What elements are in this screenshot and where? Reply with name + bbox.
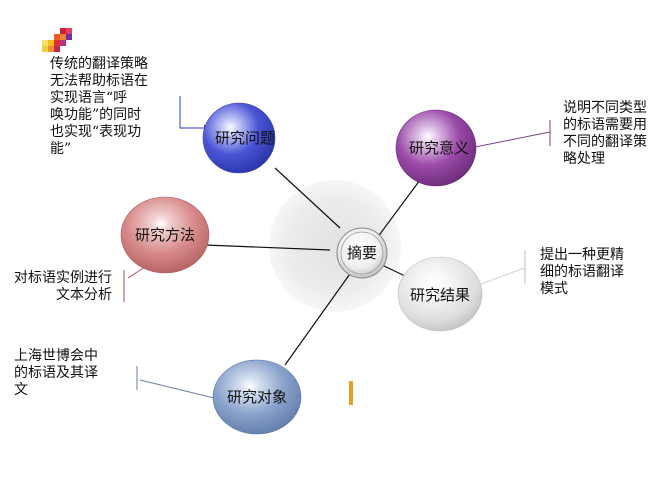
node-significance-label: 研究意义 <box>409 139 469 157</box>
note-result: 提出一种更精 细的标语翻译 模式 <box>540 247 624 297</box>
note-question: 传统的翻译策略 无法帮助标语在 实现语言“呼 唤功能”的同时 也实现“表现功 能… <box>50 56 148 157</box>
callout-significance <box>469 120 551 149</box>
node-method-label: 研究方法 <box>135 226 195 244</box>
connectors <box>204 167 421 366</box>
connector-question <box>274 167 341 229</box>
center-halo <box>269 180 401 312</box>
node-question-label: 研究问题 <box>215 129 275 147</box>
node-significance[interactable]: 研究意义 <box>395 109 477 187</box>
note-method: 对标语实例进行 文本分析 <box>14 270 112 303</box>
note-significance: 说明不同类型 的标语需要用 不同的翻译策 略处理 <box>563 100 647 167</box>
node-method[interactable]: 研究方法 <box>120 196 210 274</box>
center-label: 摘要 <box>347 244 377 262</box>
node-question[interactable]: 研究问题 <box>202 102 276 174</box>
node-object[interactable]: 研究对象 <box>212 359 302 435</box>
orange-bar-icon <box>349 381 353 405</box>
node-result-label: 研究结果 <box>410 286 470 304</box>
connector-result <box>379 263 406 277</box>
connector-method <box>204 244 331 251</box>
colorful-grid-logo-icon <box>42 28 72 52</box>
node-center[interactable]: 摘要 <box>336 227 388 279</box>
node-result[interactable]: 研究结果 <box>397 256 483 332</box>
connector-object <box>284 270 353 366</box>
note-object: 上海世博会中 的标语及其译 文 <box>14 348 98 398</box>
connector-significance <box>376 179 421 239</box>
node-object-label: 研究对象 <box>227 388 287 406</box>
callout-object <box>136 366 215 399</box>
